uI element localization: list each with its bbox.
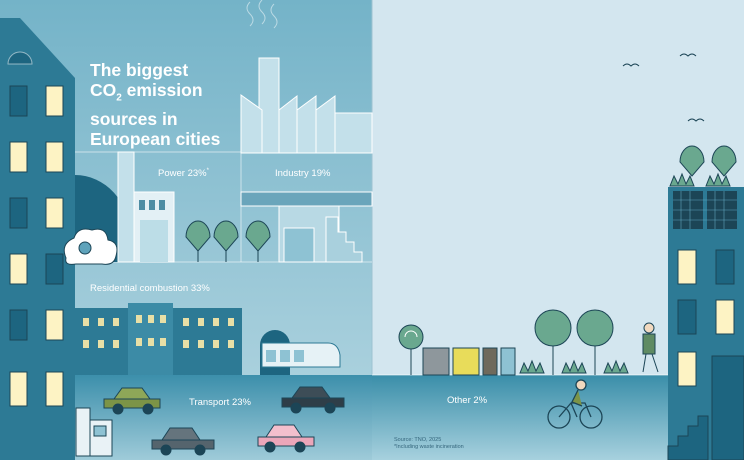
label-residential: Residential combustion 33%: [90, 283, 210, 294]
label-transport: Transport 23%: [189, 397, 251, 408]
pedestrian: [642, 322, 659, 373]
power-cloud-icon: [63, 228, 118, 265]
birds: [622, 53, 705, 122]
title-subscript: 2: [116, 92, 122, 104]
panel-trees: [185, 220, 271, 262]
title-emission: emission: [121, 80, 203, 100]
footnote-line: *Including waste incineration: [394, 444, 464, 450]
power-plant: [75, 151, 175, 263]
river: [372, 374, 672, 460]
cyclist: [547, 379, 603, 429]
title-line-4: European cities: [90, 128, 221, 149]
page-title: The biggest CO2 emission sources in Euro…: [90, 60, 220, 149]
factory: [240, 57, 373, 263]
title-co: CO: [90, 80, 117, 100]
recycle-bins: [398, 324, 516, 376]
title-line-1: The biggest: [90, 60, 189, 80]
car-green: [103, 387, 161, 415]
source-note: Source: TNO, 2025 *Including waste incin…: [394, 437, 464, 451]
title-line-2: CO2 emission: [90, 80, 220, 109]
tram: [261, 342, 341, 368]
residential-row: [75, 303, 290, 375]
car-grey: [151, 427, 215, 456]
right-building: [667, 145, 744, 460]
label-other: Other 2%: [447, 395, 488, 406]
cars: [75, 386, 345, 457]
car-pink: [257, 424, 315, 453]
left-building: [0, 18, 75, 460]
source-line: Source: TNO, 2025: [394, 437, 442, 443]
label-industry: Industry 19%: [275, 168, 331, 179]
car-dark: [281, 386, 345, 414]
truck: [75, 407, 113, 457]
label-power: Power 23%*: [158, 168, 209, 179]
title-line-3: sources in: [90, 108, 178, 129]
label-power-text: Power 23%: [158, 168, 207, 180]
footnote-marker: *: [206, 168, 209, 174]
park-trees: [519, 309, 629, 375]
